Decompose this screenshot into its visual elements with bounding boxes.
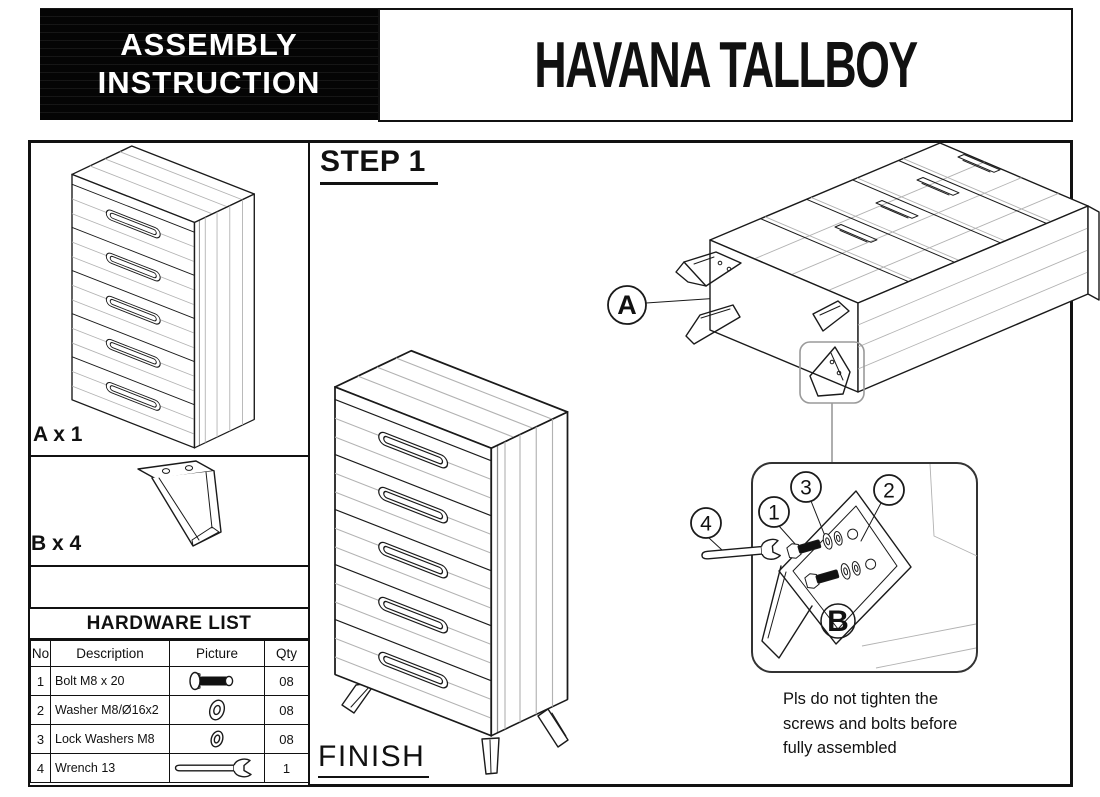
row3-description: Lock Washers M8 (50, 724, 170, 754)
washer-icon (208, 699, 226, 721)
row3-no: 3 (30, 724, 51, 754)
content-frame (28, 140, 1073, 787)
row1-qty: 08 (264, 666, 309, 696)
step-title: STEP 1 (320, 145, 438, 185)
page-title: HAVANA TALLBOY (534, 28, 918, 102)
bolt-icon (189, 671, 234, 691)
hardware-table: No Description Picture Qty 1 Bolt M8 x 2… (30, 640, 309, 783)
note-line-3: fully assembled (783, 739, 897, 757)
finish-label: FINISH (318, 740, 430, 778)
row4-qty: 1 (264, 753, 309, 783)
table-row: 1 Bolt M8 x 20 08 (30, 666, 309, 696)
brand-line-2: INSTRUCTION (97, 65, 321, 100)
hardware-list: HARDWARE LIST No Description Picture Qty… (28, 607, 310, 787)
lock-washer-icon (210, 730, 224, 748)
title-box: HAVANA TALLBOY (378, 8, 1073, 122)
assembly-note: Pls do not tighten the screws and bolts … (783, 687, 993, 761)
row1-description: Bolt M8 x 20 (50, 666, 170, 696)
row3-picture (169, 724, 265, 754)
hardware-list-title: HARDWARE LIST (30, 609, 308, 640)
row4-description: Wrench 13 (50, 753, 170, 783)
row2-description: Washer M8/Ø16x2 (50, 695, 170, 725)
row2-no: 2 (30, 695, 51, 725)
part-a-label: A x 1 (33, 423, 83, 446)
hardware-header-row: No Description Picture Qty (30, 640, 309, 667)
note-line-1: Pls do not tighten the (783, 690, 939, 708)
table-row: 4 Wrench 13 1 (30, 753, 309, 783)
brand-line-1: ASSEMBLY (120, 27, 298, 62)
parts-column (28, 140, 310, 787)
divider-a-b (28, 455, 310, 457)
brand-plate: ASSEMBLY INSTRUCTION (40, 8, 378, 120)
row1-picture (169, 666, 265, 696)
table-row: 3 Lock Washers M8 08 (30, 724, 309, 754)
col-header-picture: Picture (169, 640, 265, 667)
row1-no: 1 (30, 666, 51, 696)
wrench-icon (174, 758, 252, 778)
row2-qty: 08 (264, 695, 309, 725)
col-header-description: Description (50, 640, 170, 667)
row4-picture (169, 753, 265, 783)
row2-picture (169, 695, 265, 725)
part-b-label: B x 4 (31, 532, 82, 555)
col-header-no: No (30, 640, 51, 667)
divider-b-empty (28, 565, 310, 567)
row3-qty: 08 (264, 724, 309, 754)
table-row: 2 Washer M8/Ø16x2 08 (30, 695, 309, 725)
note-line-2: screws and bolts before (783, 714, 958, 733)
row4-no: 4 (30, 753, 51, 783)
col-header-qty: Qty (264, 640, 309, 667)
